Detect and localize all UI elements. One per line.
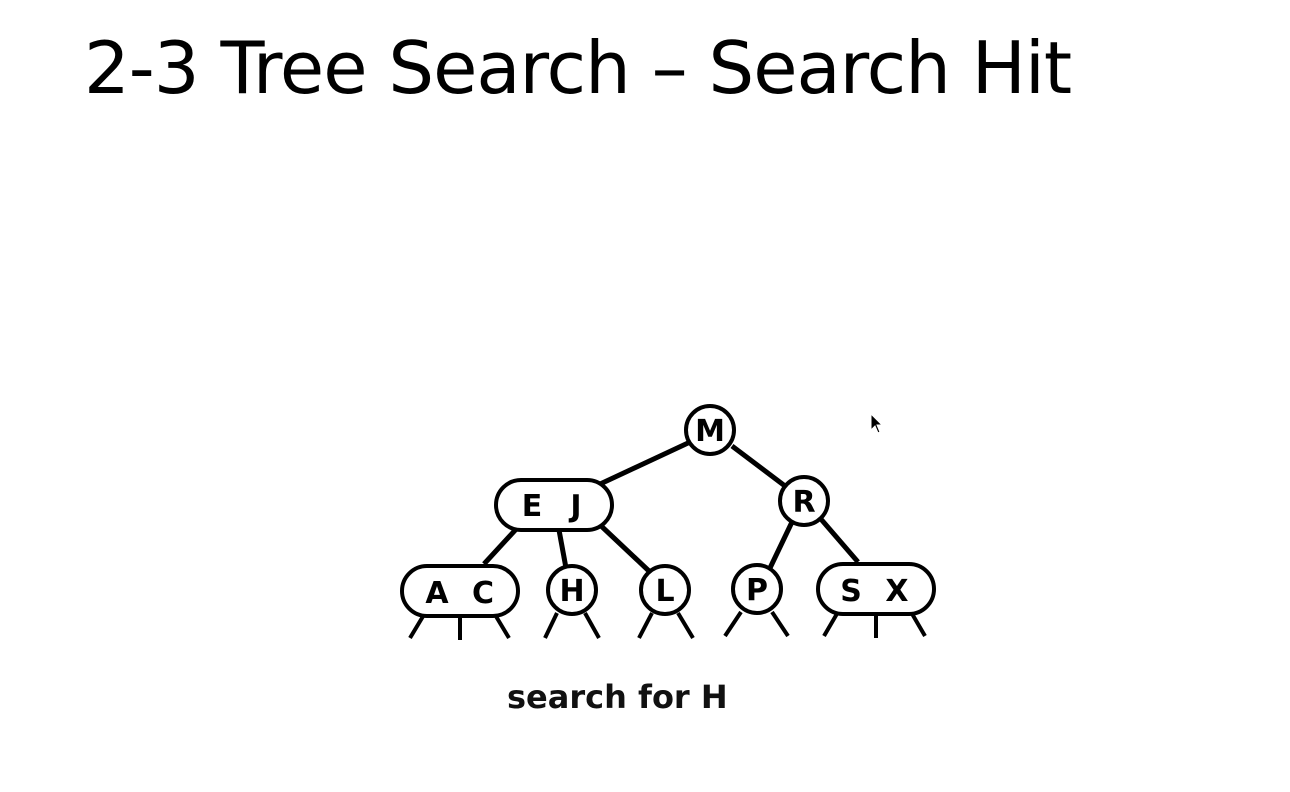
tree-node-m: M: [684, 404, 736, 456]
tree-node-r: R: [778, 475, 830, 527]
node-key: R: [792, 485, 815, 520]
edge-m-ej: [596, 440, 690, 488]
tree-node-p: P: [731, 563, 783, 615]
edge-ej-ac: [482, 524, 521, 566]
mouse-pointer-icon: [870, 413, 884, 434]
node-key: H: [559, 574, 584, 609]
node-key: A: [425, 576, 449, 611]
tree-node-h: H: [546, 564, 598, 616]
stub: [583, 612, 601, 639]
tree-node-ac: A C: [400, 564, 520, 618]
node-key: X: [885, 574, 908, 609]
edge-ej-l: [596, 521, 652, 574]
node-key: M: [695, 414, 725, 449]
stub: [909, 610, 927, 638]
edge-m-r: [730, 444, 787, 488]
stub: [822, 610, 840, 638]
tree-node-ej: E J: [494, 478, 614, 532]
edge-r-p: [767, 520, 795, 570]
edge-r-sx: [818, 516, 860, 564]
stub: [723, 610, 743, 638]
node-key: S: [840, 574, 862, 609]
node-key: J: [568, 489, 581, 524]
tree-node-l: L: [639, 564, 691, 616]
tree-node-sx: S X: [816, 562, 936, 616]
node-key: L: [655, 574, 674, 609]
node-key: C: [472, 576, 494, 611]
stub: [543, 612, 559, 639]
stub: [770, 610, 790, 638]
stub: [676, 611, 695, 640]
node-key: P: [746, 573, 768, 608]
edge-ej-h: [556, 529, 569, 569]
node-key: E: [522, 489, 543, 524]
search-caption: search for H: [507, 678, 728, 716]
tree-edges: [482, 440, 860, 574]
slide-title: 2-3 Tree Search – Search Hit: [84, 26, 1072, 110]
stub: [637, 612, 654, 639]
